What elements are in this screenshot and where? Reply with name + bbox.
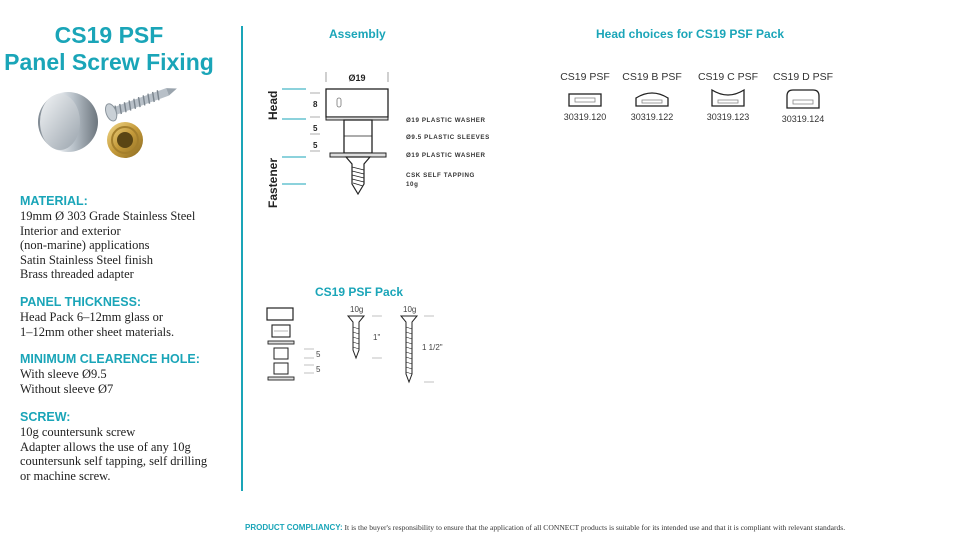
- pack-sleeve-2: [273, 362, 289, 375]
- head-choice-b: CS19 B PSF 30319.122: [617, 71, 687, 122]
- side-label-head: Head: [266, 91, 280, 120]
- panel-thickness-heading: PANEL THICKNESS:: [20, 295, 142, 309]
- head-choice-code: 30319.123: [706, 112, 750, 122]
- material-section: MATERIAL: 19mm Ø 303 Grade Stainless Ste…: [20, 194, 235, 282]
- vertical-divider: [241, 26, 243, 491]
- washer-bottom: [329, 152, 387, 158]
- pack-title: CS19 PSF Pack: [315, 285, 404, 299]
- head-choice-code: 30319.122: [630, 112, 674, 122]
- pack-washer-2: [267, 376, 295, 381]
- footer-text: It is the buyer's responsibility to ensu…: [344, 523, 846, 532]
- dim-spacer: 5: [313, 141, 318, 150]
- head-choice-d: CS19 D PSF 30319.124: [768, 71, 838, 124]
- compliancy-footer: PRODUCT COMPLIANCY: It is the buyer's re…: [245, 523, 845, 532]
- screw2-drawing: [399, 315, 419, 384]
- clearance-hole-line: Without sleeve Ø7: [20, 381, 114, 396]
- head-choice-label: CS19 B PSF: [622, 71, 682, 83]
- material-line: (non-marine) applications: [20, 238, 150, 253]
- pack-cap: [266, 307, 294, 321]
- side-label-fastener: Fastener: [266, 158, 280, 208]
- screw1-gauge: 10g: [350, 305, 363, 314]
- callout-sleeves: Ø9.5 PLASTIC SLEEVES: [406, 134, 490, 141]
- head-choice-code: 30319.120: [563, 112, 607, 122]
- head-choice-c: CS19 C PSF 30319.123: [693, 71, 763, 122]
- screw1-drawing: [346, 315, 366, 360]
- head-choice-psf: CS19 PSF 30319.120: [550, 71, 620, 122]
- panel-thickness-line: Head Pack 6–12mm glass or: [20, 310, 164, 324]
- panel-thickness-line: 1–12mm other sheet materials.: [20, 324, 175, 339]
- callout-washer-bottom: Ø19 PLASTIC WASHER: [406, 152, 486, 159]
- cap-head: [325, 88, 389, 118]
- callout-washer-top: Ø19 PLASTIC WASHER: [406, 117, 486, 124]
- assembly-drawing: Head Fastener Ø19 8 5 5 Ø19 PLASTIC WASH…: [266, 72, 490, 208]
- screw-heading: SCREW:: [20, 410, 71, 424]
- head-choices-title: Head choices for CS19 PSF Pack: [596, 27, 785, 41]
- material-line: Satin Stainless Steel finish: [20, 252, 153, 267]
- screw2-gauge: 10g: [403, 305, 416, 314]
- head-profile-domed-icon: [635, 92, 669, 107]
- head-choice-label: CS19 D PSF: [772, 71, 834, 83]
- pack-drawing: 5 5 10g 1" 10g 1 1/2": [266, 305, 443, 384]
- diameter-label: Ø19: [348, 73, 365, 83]
- pack-sleeve-1: [273, 347, 289, 360]
- screw-line: 10g countersunk screw: [20, 425, 136, 439]
- panel-thickness-section: PANEL THICKNESS: Head Pack 6–12mm glass …: [20, 295, 235, 339]
- material-line: Brass threaded adapter: [20, 267, 134, 282]
- dim-head: 8: [313, 100, 318, 109]
- product-subtitle: Panel Screw Fixing: [4, 49, 214, 75]
- clearance-hole-heading: MINIMUM CLEARENCE HOLE:: [20, 352, 200, 366]
- screw-line: countersunk self tapping, self drilling: [20, 454, 208, 469]
- clearance-hole-line: With sleeve Ø9.5: [20, 367, 107, 381]
- head-choice-code: 30319.124: [781, 114, 825, 124]
- pack-washer-1: [267, 340, 295, 345]
- material-heading: MATERIAL:: [20, 194, 88, 208]
- head-profile-rounded-icon: [786, 89, 820, 109]
- head-profile-flat-icon: [568, 93, 602, 107]
- head-choice-label: CS19 PSF: [560, 71, 610, 83]
- screw-line: or machine screw.: [20, 468, 111, 483]
- clearance-hole-section: MINIMUM CLEARENCE HOLE: With sleeve Ø9.5…: [20, 352, 235, 396]
- material-line: Interior and exterior: [20, 223, 121, 238]
- product-photo: [38, 88, 177, 158]
- head-profile-concave-icon: [711, 88, 745, 107]
- dimension-leaders: [282, 88, 306, 185]
- pack-dim-1: 5: [316, 350, 321, 359]
- screw-body: [344, 156, 372, 196]
- assembly-title: Assembly: [329, 27, 386, 41]
- adapter-body: [343, 119, 373, 154]
- screw-section: SCREW: 10g countersunk screw Adapter all…: [20, 410, 235, 483]
- head-choice-label: CS19 C PSF: [697, 71, 759, 83]
- product-title: CS19 PSF: [54, 22, 164, 48]
- callout-screw: CSK SELF TAPPING: [406, 172, 475, 179]
- footer-label: PRODUCT COMPLIANCY:: [245, 523, 343, 532]
- screw-line: Adapter allows the use of any 10g: [20, 439, 191, 454]
- screw1-length: 1": [373, 333, 380, 342]
- callout-gauge: 10g: [406, 181, 418, 188]
- dim-panel: 5: [313, 124, 318, 133]
- screw2-length: 1 1/2": [422, 343, 443, 352]
- material-line: 19mm Ø 303 Grade Stainless Steel: [20, 209, 196, 223]
- pack-dim-2: 5: [316, 365, 321, 374]
